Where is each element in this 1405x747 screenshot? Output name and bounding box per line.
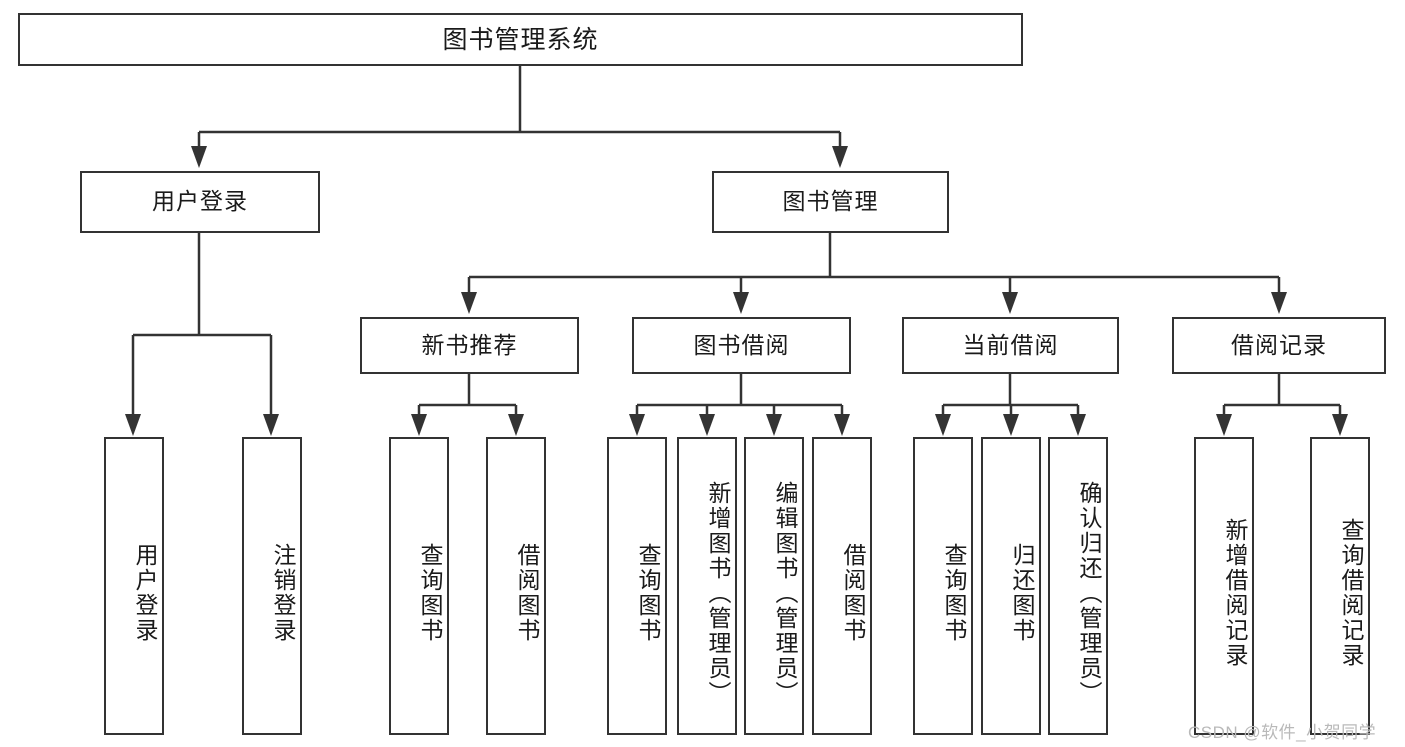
node-leaf-query-book-1[interactable]: 查询图书 bbox=[389, 437, 449, 735]
node-user-login[interactable]: 用户登录 bbox=[80, 171, 320, 233]
node-label: 新增借阅记录 bbox=[1222, 518, 1248, 668]
node-label: 新增图书（管理员） bbox=[705, 480, 731, 706]
node-leaf-borrow-book-1[interactable]: 借阅图书 bbox=[486, 437, 546, 735]
arrow-head-icon bbox=[1271, 292, 1287, 314]
arrow-head-icon bbox=[1216, 414, 1232, 436]
arrow-head-icon bbox=[411, 414, 427, 436]
arrow-head-icon bbox=[1002, 292, 1018, 314]
node-leaf-user-login[interactable]: 用户登录 bbox=[104, 437, 164, 735]
node-label: 查询图书 bbox=[635, 543, 661, 643]
arrow-head-icon bbox=[629, 414, 645, 436]
node-book-borrow[interactable]: 图书借阅 bbox=[632, 317, 851, 374]
node-label: 借阅图书 bbox=[514, 543, 540, 643]
node-leaf-query-book-2[interactable]: 查询图书 bbox=[607, 437, 667, 735]
arrow-head-icon bbox=[935, 414, 951, 436]
arrow-head-icon bbox=[699, 414, 715, 436]
arrow-head-icon bbox=[125, 414, 141, 436]
node-leaf-logout[interactable]: 注销登录 bbox=[242, 437, 302, 735]
node-label: 图书借阅 bbox=[693, 331, 790, 358]
arrow-head-icon bbox=[766, 414, 782, 436]
node-label: 新书推荐 bbox=[421, 331, 518, 358]
node-label: 查询图书 bbox=[417, 543, 443, 643]
arrow-head-icon bbox=[834, 414, 850, 436]
node-new-book-recommend[interactable]: 新书推荐 bbox=[360, 317, 579, 374]
arrow-head-icon bbox=[191, 146, 207, 168]
arrow-head-icon bbox=[1332, 414, 1348, 436]
node-label: 确认归还（管理员） bbox=[1076, 480, 1102, 706]
node-book-admin[interactable]: 图书管理 bbox=[712, 171, 949, 233]
arrow-head-icon bbox=[733, 292, 749, 314]
arrow-head-icon bbox=[1070, 414, 1086, 436]
node-label: 归还图书 bbox=[1009, 543, 1035, 643]
node-leaf-add-record[interactable]: 新增借阅记录 bbox=[1194, 437, 1254, 735]
node-label: 图书管理系统 bbox=[442, 25, 599, 54]
node-leaf-borrow-book-2[interactable]: 借阅图书 bbox=[812, 437, 872, 735]
node-leaf-edit-book[interactable]: 编辑图书（管理员） bbox=[744, 437, 804, 735]
node-label: 注销登录 bbox=[270, 543, 296, 643]
node-label: 查询借阅记录 bbox=[1338, 518, 1364, 668]
node-label: 当前借阅 bbox=[962, 331, 1059, 358]
arrow-head-icon bbox=[1003, 414, 1019, 436]
node-leaf-add-book[interactable]: 新增图书（管理员） bbox=[677, 437, 737, 735]
node-leaf-query-record[interactable]: 查询借阅记录 bbox=[1310, 437, 1370, 735]
node-leaf-return-book[interactable]: 归还图书 bbox=[981, 437, 1041, 735]
arrow-head-icon bbox=[832, 146, 848, 168]
arrow-head-icon bbox=[508, 414, 524, 436]
node-label: 编辑图书（管理员） bbox=[772, 480, 798, 706]
watermark-text: CSDN @软件_小贺同学 bbox=[1188, 723, 1377, 742]
node-current-borrow[interactable]: 当前借阅 bbox=[902, 317, 1119, 374]
node-label: 借阅图书 bbox=[840, 543, 866, 643]
node-leaf-query-book-3[interactable]: 查询图书 bbox=[913, 437, 973, 735]
node-borrow-record[interactable]: 借阅记录 bbox=[1172, 317, 1386, 374]
node-label: 借阅记录 bbox=[1231, 331, 1327, 358]
node-label: 查询图书 bbox=[941, 543, 967, 643]
arrow-head-icon bbox=[263, 414, 279, 436]
arrow-head-icon bbox=[461, 292, 477, 314]
node-root[interactable]: 图书管理系统 bbox=[18, 13, 1023, 66]
node-label: 用户登录 bbox=[132, 543, 158, 643]
node-leaf-confirm-return[interactable]: 确认归还（管理员） bbox=[1048, 437, 1108, 735]
node-label: 用户登录 bbox=[152, 188, 248, 215]
node-label: 图书管理 bbox=[782, 188, 879, 215]
